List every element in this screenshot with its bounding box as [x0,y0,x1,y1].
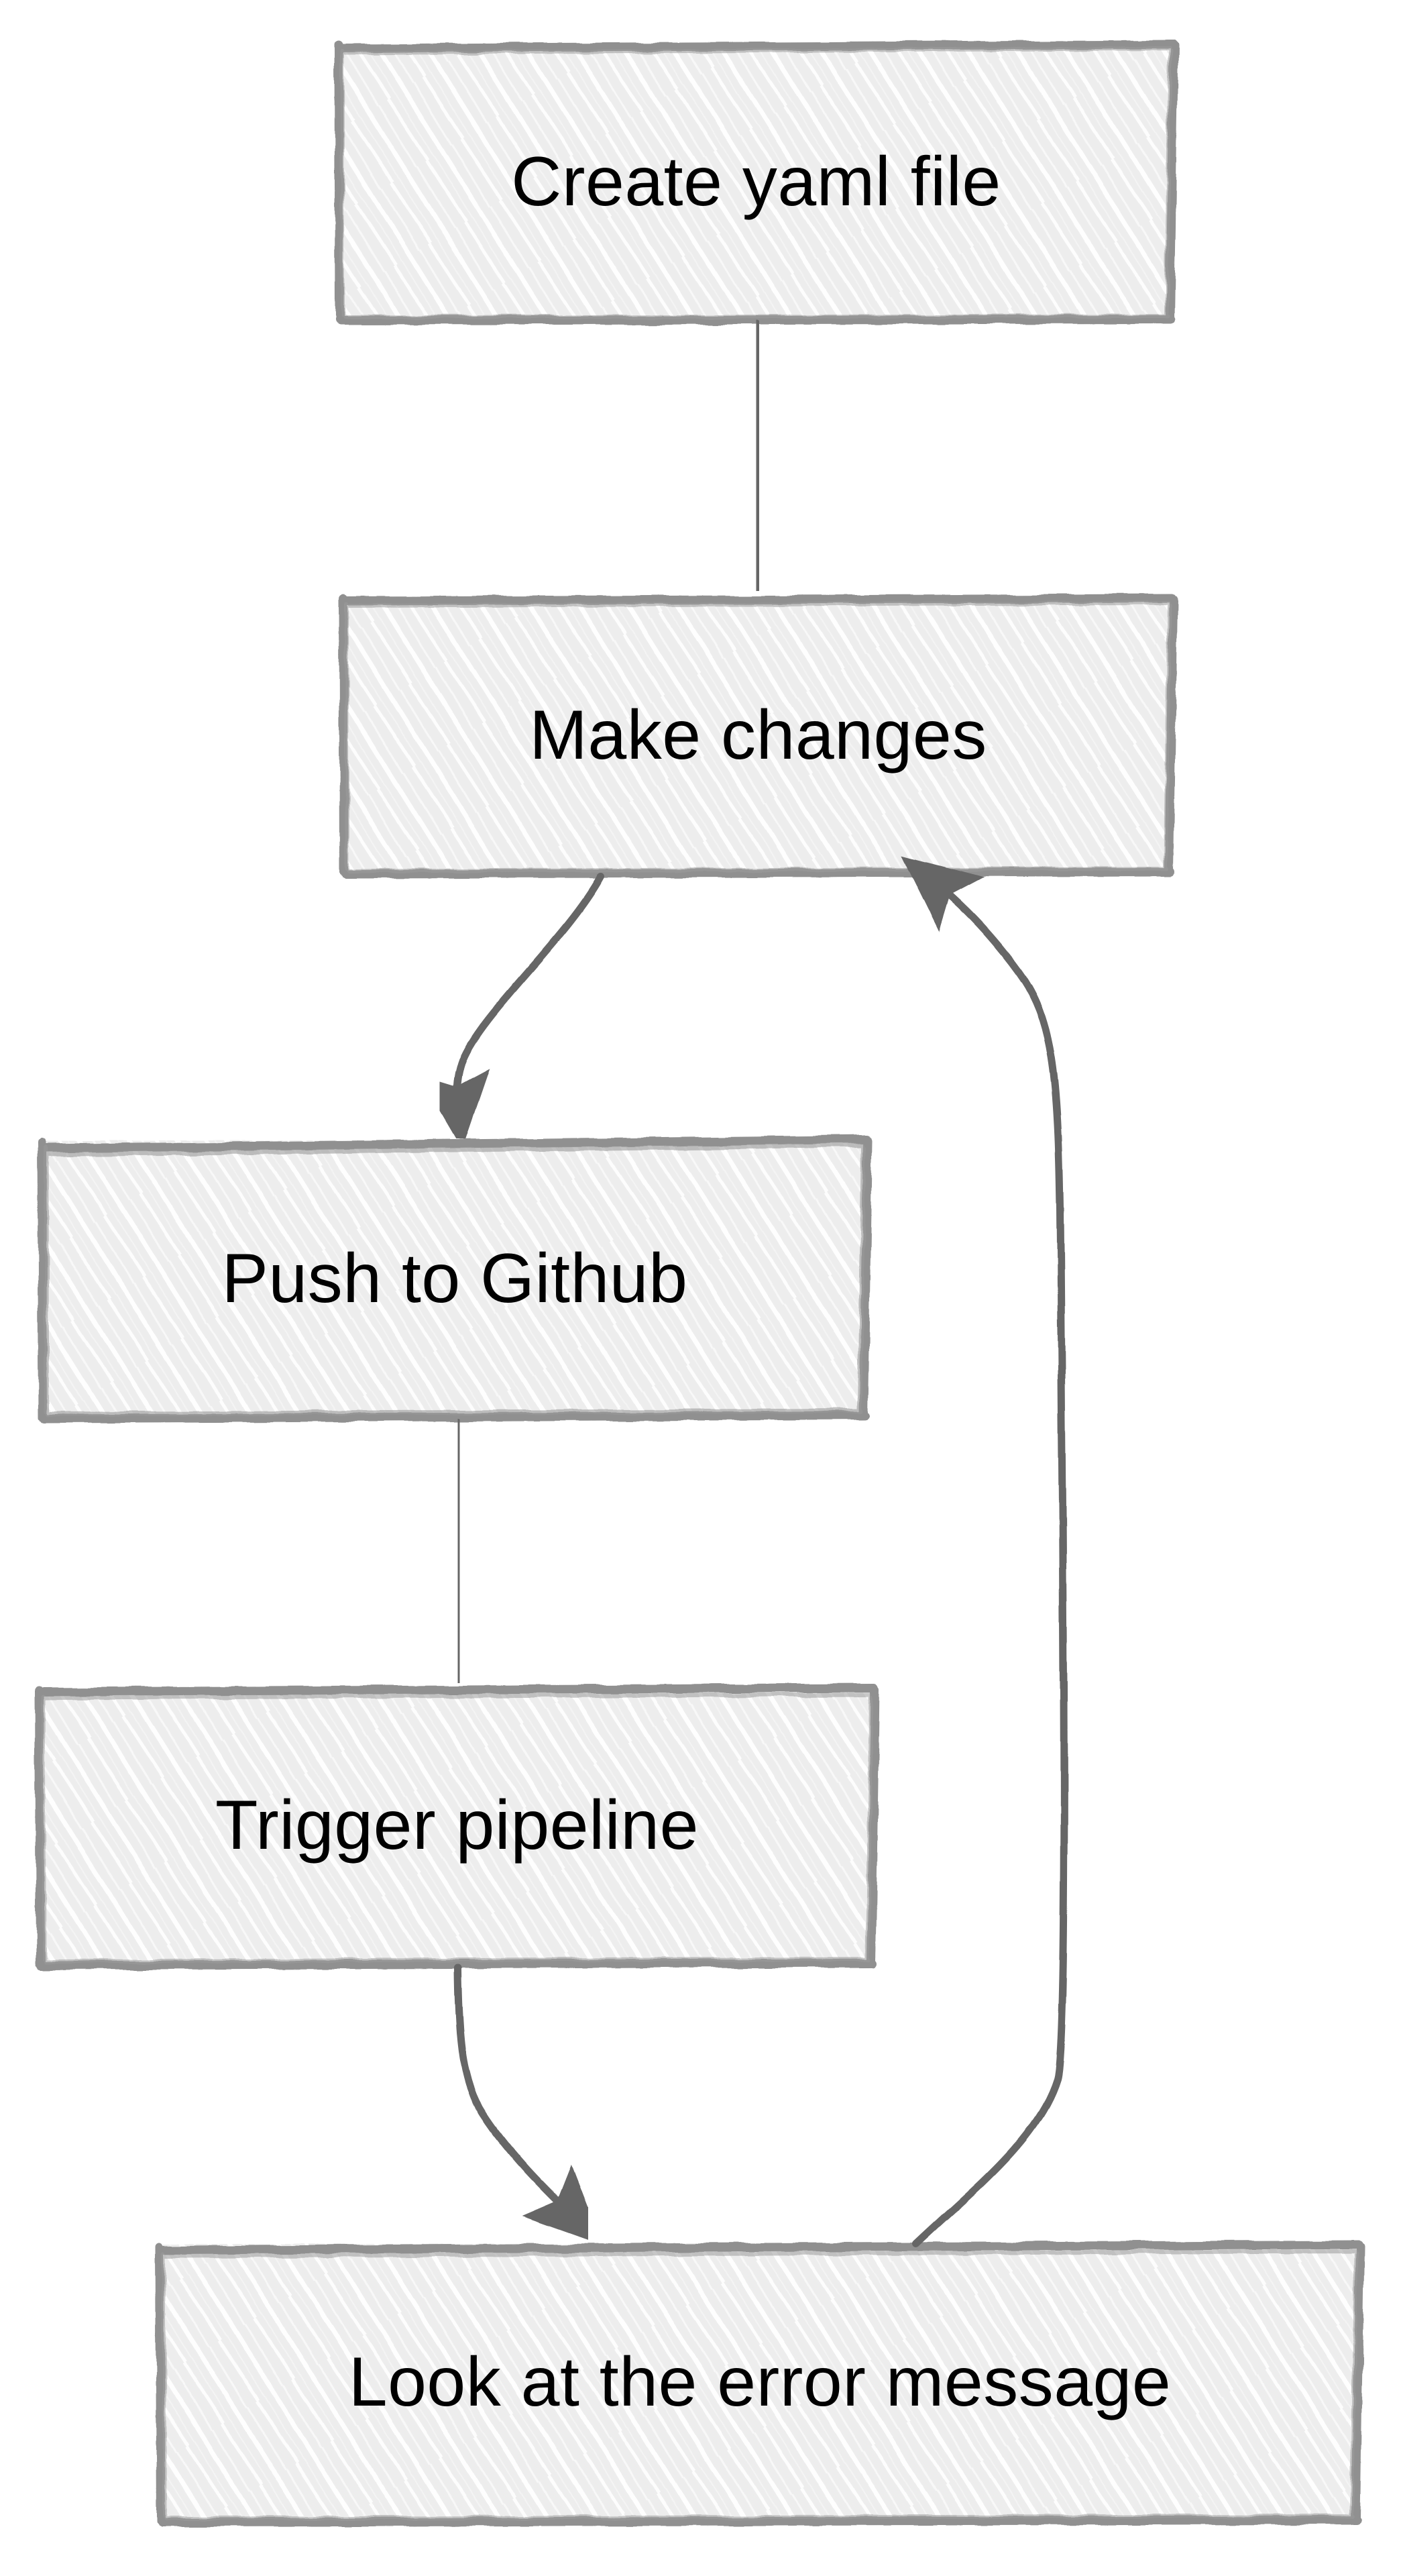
node-fill [160,2244,1360,2520]
node-fill [339,44,1174,320]
node-look-at-the-error-message[interactable] [155,2240,1365,2527]
edge-push-to-github-to-trigger-pipeline [424,1418,495,1695]
edge-create-yaml-file-to-make-changes [724,319,795,602]
edge-trigger-pipeline-to-look-at-the-error-message [454,1964,602,2245]
node-make-changes[interactable] [339,594,1178,879]
node-fill [42,1140,868,1417]
node-border [155,2240,1365,2527]
node-create-yaml-file[interactable] [334,40,1178,325]
node-trigger-pipeline[interactable] [34,1683,880,1970]
edge-make-changes-to-push-to-github [418,873,605,1150]
edge-look-at-the-error-message-to-make-changes [901,855,1068,2248]
node-push-to-github[interactable] [37,1134,873,1424]
node-fill [343,597,1173,873]
node-fill [39,1687,875,1964]
node-border [334,40,1178,325]
